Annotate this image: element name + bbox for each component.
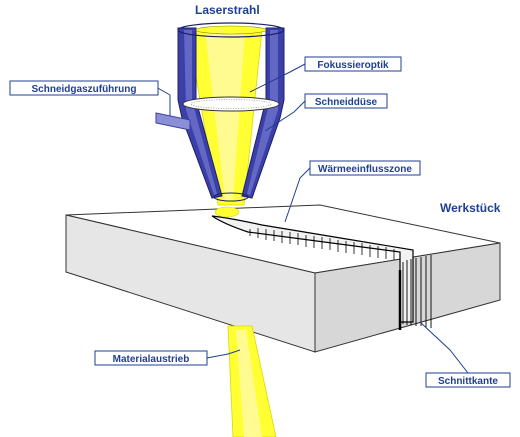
gas-supply-pipe — [155, 112, 191, 131]
material-ejection-beam — [227, 325, 277, 437]
callout-heat-affected-zone: Wärmeeinflusszone — [309, 160, 421, 176]
cutting-nozzle-label: Schneiddüse — [315, 97, 378, 108]
callout-cutting-gas-supply: Schneidgaszuführung — [9, 80, 159, 96]
heat-affected-zone-label: Wärmeeinflusszone — [318, 164, 412, 175]
callout-cut-edge: Schnittkante — [425, 372, 511, 388]
workpiece-title: Werkstück — [440, 201, 501, 215]
focusing-lens — [182, 96, 280, 112]
material-ejection-label: Materialaustrieb — [113, 354, 190, 365]
callout-cutting-nozzle: Schneiddüse — [304, 93, 388, 109]
kerf-channel — [211, 206, 432, 330]
cutting-nozzle — [177, 22, 285, 202]
workpiece-block — [65, 204, 501, 353]
cut-edge-label: Schnittkante — [438, 376, 498, 387]
callout-material-ejection: Materialaustrieb — [94, 350, 208, 366]
cutting-gas-supply-label: Schneidgaszuführung — [32, 84, 137, 95]
callout-focusing-optics: Fokussieroptik — [304, 56, 402, 72]
focusing-optics-label: Fokussieroptik — [317, 60, 389, 71]
leader-lines — [155, 63, 469, 374]
laser-beam-title: Laserstrahl — [195, 3, 260, 17]
